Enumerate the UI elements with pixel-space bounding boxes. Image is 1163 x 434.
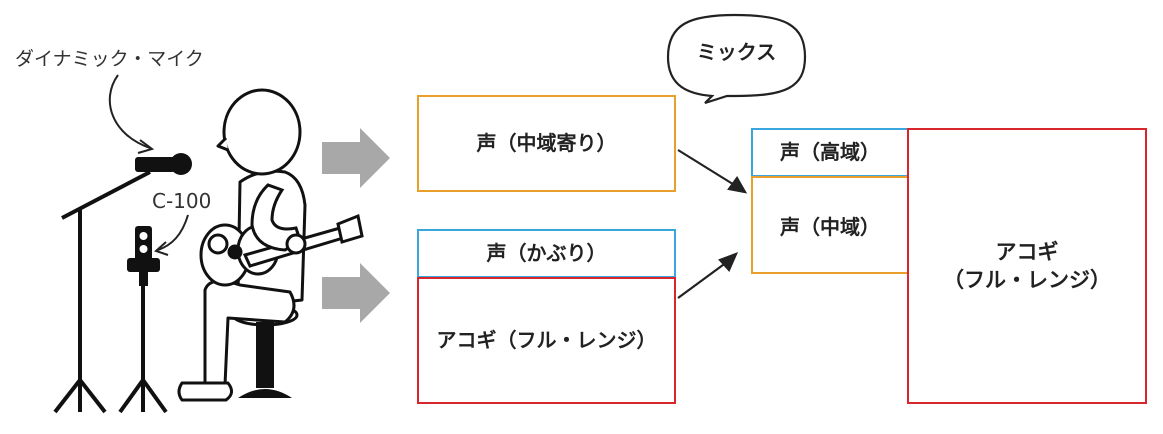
mix-vocal-high-label: 声（高域） [780, 140, 880, 164]
mix-speech-bubble [666, 13, 807, 105]
mix-vocal-mid-label: 声（中域） [780, 215, 880, 239]
condenser-mic-stand [118, 285, 168, 414]
mix-guitar-label-line1: アコギ [995, 239, 1059, 264]
mix-guitar-box: アコギ （フル・レンジ） [907, 128, 1147, 404]
condenser-mic-label: C-100 [152, 189, 212, 213]
mix-vocal-mid-box: 声（中域） [751, 176, 909, 274]
track-guitar-box: アコギ（フル・レンジ） [417, 277, 676, 404]
dynamic-mic-icon [135, 153, 192, 175]
dynamic-mic-label: ダイナミック・マイク [15, 48, 204, 70]
dynamic-mic-callout-arrowhead [137, 139, 155, 154]
track-guitar-label: アコギ（フル・レンジ） [436, 328, 657, 352]
mix-guitar-label-line2: （フル・レンジ） [943, 268, 1111, 292]
track-vocal-mid-box: 声（中域寄り） [417, 95, 676, 192]
condenser-callout-arrowhead [154, 241, 169, 256]
track-vocal-bleed-box: 声（かぶり） [417, 229, 676, 278]
mix-vocal-high-box: 声（高域） [751, 128, 909, 177]
condenser-mic-icon [127, 226, 160, 286]
performer-arm [207, 183, 307, 255]
dynamic-mic-callout-curve [108, 74, 151, 149]
arrow-to-top-track [322, 128, 390, 188]
mix-bubble-label: ミックス [696, 40, 777, 64]
condenser-callout-curve [157, 214, 189, 251]
mix-arrows [677, 149, 748, 299]
track-vocal-bleed-label: 声（かぶり） [486, 241, 607, 265]
dynamic-mic-stand [53, 170, 151, 414]
arrow-to-bottom-track [322, 263, 390, 323]
track-vocal-mid-label: 声（中域寄り） [476, 131, 617, 155]
